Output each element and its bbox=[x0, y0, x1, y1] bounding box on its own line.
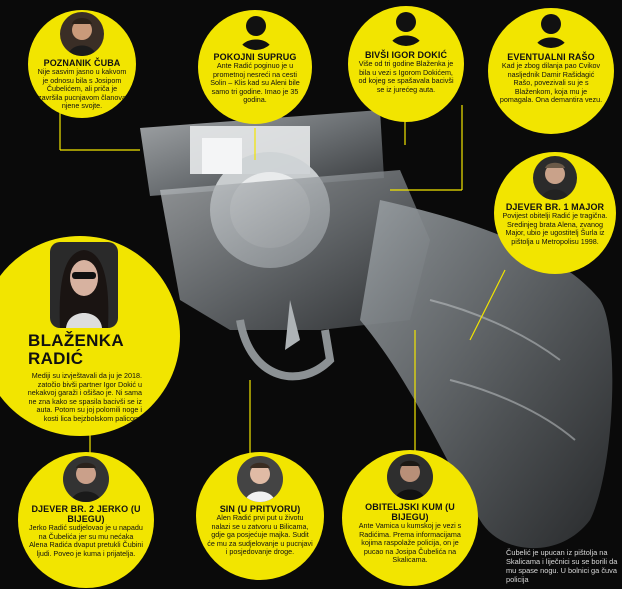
avatar bbox=[387, 454, 433, 500]
profile-name: SIN (U PRITVORU) bbox=[219, 504, 301, 514]
profile-text: Nije sasvim jasno u kakvom je odnosu bil… bbox=[37, 67, 127, 111]
avatar bbox=[60, 12, 104, 56]
profile-jerko: DJEVER BR. 2 JERKO (U BIJEGU) Jerko Radi… bbox=[18, 452, 154, 588]
profile-name: DJEVER BR. 1 MAJOR bbox=[505, 202, 605, 212]
profile-major: DJEVER BR. 1 MAJOR Povijest obitelji Rad… bbox=[494, 152, 616, 274]
profile-text: Mediji su izvještavali da ju je 2018. za… bbox=[27, 371, 142, 423]
profile-poznanik: POZNANIK ČUBA Nije sasvim jasno u kakvom… bbox=[28, 10, 136, 118]
avatar-silhouette bbox=[236, 12, 276, 50]
profile-dokic: BIVŠI IGOR DOKIĆ Više od tri godine Blaž… bbox=[348, 6, 464, 122]
profile-name: BIVŠI IGOR DOKIĆ bbox=[364, 50, 448, 60]
avatar bbox=[50, 242, 118, 328]
profile-text: Povijest obitelji Radić je tragična. Sre… bbox=[502, 211, 608, 246]
profile-text: Ante Vamica u kumskoj je vezi s Radićima… bbox=[358, 521, 462, 565]
profile-text: Ante Radić poginuo je u prometnoj nesreć… bbox=[210, 61, 300, 105]
profile-blazenka: BLAŽENKA RADIĆ Mediji su izvještavali da… bbox=[0, 236, 180, 436]
profile-name: DJEVER BR. 2 JERKO (U BIJEGU) bbox=[31, 504, 141, 524]
profile-name: POZNANIK ČUBA bbox=[43, 58, 121, 68]
profile-name: OBITELJSKI KUM (U BIJEGU) bbox=[365, 502, 455, 522]
profile-text: Više od tri godine Blaženka je bila u ve… bbox=[358, 59, 454, 94]
profile-text: Jerko Radić sudjelovao je u napadu na Ču… bbox=[29, 523, 143, 558]
avatar bbox=[63, 456, 109, 502]
avatar-silhouette bbox=[531, 10, 571, 48]
profile-raso: EVENTUALNI RAŠO Kad je zbog dilanja pao … bbox=[488, 8, 614, 134]
profile-sin: SIN (U PRITVORU) Alen Radić prvi put u ž… bbox=[196, 452, 324, 580]
profile-suprug: POKOJNI SUPRUG Ante Radić poginuo je u p… bbox=[198, 10, 312, 124]
profile-text: Kad je zbog dilanja pao Cvikov nasljedni… bbox=[499, 61, 603, 105]
avatar bbox=[237, 456, 283, 502]
photo-caption: Čubelić je upucan iz pištolja na Skalica… bbox=[506, 548, 618, 584]
profile-name: EVENTUALNI RAŠO bbox=[507, 52, 595, 62]
profile-kum: OBITELJSKI KUM (U BIJEGU) Ante Vamica u … bbox=[342, 450, 478, 586]
profile-text: Alen Radić prvi put u životu nalazi se u… bbox=[207, 513, 313, 557]
main-name: BLAŽENKA RADIĆ bbox=[28, 331, 124, 368]
avatar bbox=[533, 156, 577, 200]
profile-name: POKOJNI SUPRUG bbox=[213, 52, 297, 62]
avatar-silhouette bbox=[386, 8, 426, 46]
